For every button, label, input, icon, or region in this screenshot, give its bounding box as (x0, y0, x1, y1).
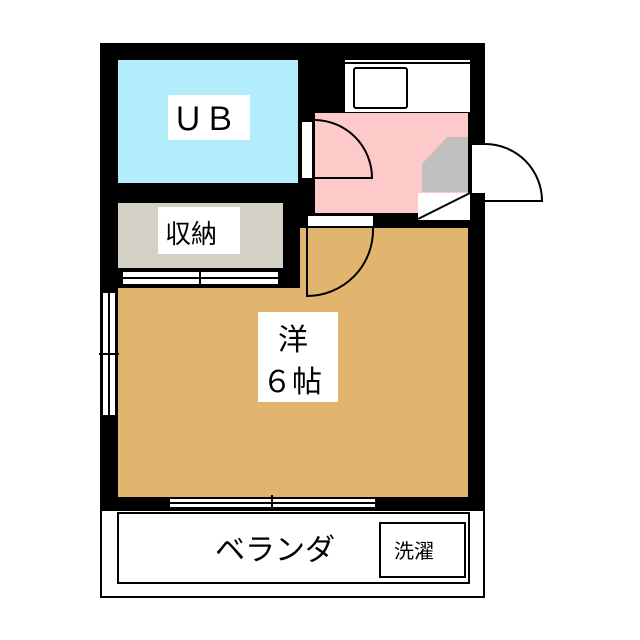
balcony: ベランダ 洗濯 (100, 507, 485, 598)
unit-bath-label: ＵＢ (172, 100, 236, 138)
balcony-label: ベランダ (215, 533, 335, 568)
bath-door[interactable] (302, 119, 374, 179)
storage-label: 収納 (165, 220, 217, 250)
entrance-shoe-area (422, 137, 468, 192)
left-window (99, 293, 119, 415)
laundry-label: 洗濯 (394, 539, 434, 563)
room-door[interactable] (306, 216, 375, 298)
western-room-size: ６帖 (262, 365, 322, 400)
balcony-window (170, 495, 375, 510)
western-room-label: 洋 (278, 323, 308, 358)
entrance-door[interactable] (472, 143, 544, 202)
laundry-space (379, 522, 466, 578)
storage-sliding-door (123, 268, 278, 288)
sink (353, 67, 408, 109)
